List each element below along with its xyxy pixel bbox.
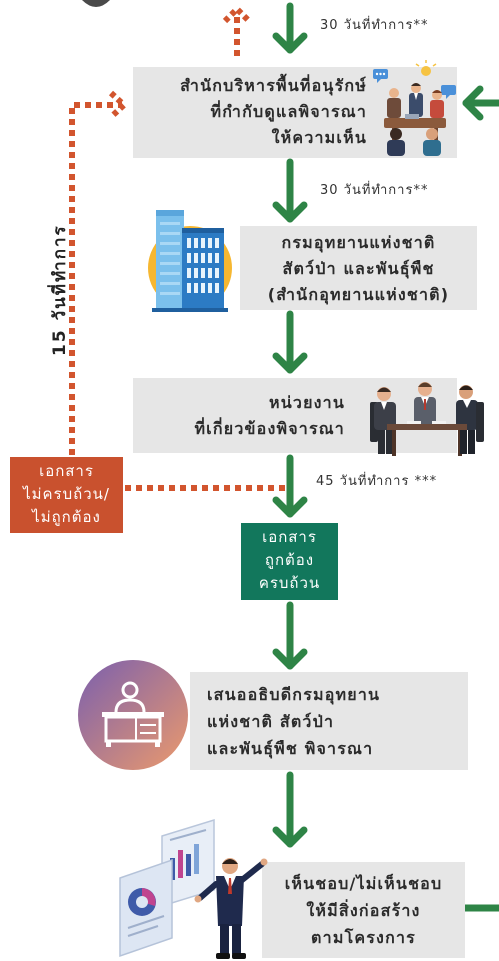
status-text-line: ครบถ้วน xyxy=(258,574,321,592)
step-text-line: เห็นชอบ/ไม่เห็นชอบ xyxy=(284,874,443,893)
arrow-down-to-decision xyxy=(272,771,308,848)
status-text-line: ถูกต้อง xyxy=(264,551,315,569)
step-text-line: กรมอุทยานแห่งชาติ xyxy=(281,233,436,252)
presentation-icon xyxy=(119,818,268,959)
step-text-line: แห่งชาติ สัตว์ป่า xyxy=(207,712,335,731)
return-arrow-up-top xyxy=(222,4,252,56)
arrow-down-to-complete xyxy=(272,454,308,518)
step-director-general-text: เสนออธิบดีกรมอุทยาน แห่งชาติ สัตว์ป่า แล… xyxy=(207,681,380,762)
duration-label-top: 30 วันที่ทำการ** xyxy=(320,18,429,33)
duration-label-agency-review: 45 วันที่ทำการ *** xyxy=(316,474,438,489)
desk-officer-icon xyxy=(78,660,188,770)
step-text-line: หน่วยงาน xyxy=(269,393,345,412)
step-related-agencies-text: หน่วยงาน ที่เกี่ยวข้องพิจารณา xyxy=(194,390,345,442)
step-department-text: กรมอุทยานแห่งชาติ สัตว์ป่า และพันธุ์พืช … xyxy=(240,230,477,308)
step-decision-text: เห็นชอบ/ไม่เห็นชอบ ให้มีสิ่งก่อสร้าง ตาม… xyxy=(262,870,465,951)
step-department: กรมอุทยานแห่งชาติ สัตว์ป่า และพันธุ์พืช … xyxy=(240,226,477,310)
return-line-incomplete-to-conservation-office xyxy=(69,90,129,455)
status-text-line: เอกสาร xyxy=(39,462,94,480)
arrow-down-to-director-general xyxy=(272,601,308,670)
duration-label-after-conservation: 30 วันที่ทำการ** xyxy=(320,183,429,198)
step-text-line: ที่เกี่ยวข้องพิจารณา xyxy=(194,419,345,438)
arrow-left-into-conservation-office xyxy=(462,85,499,121)
building-icon xyxy=(148,210,232,312)
arrow-down-top xyxy=(272,2,308,54)
status-text-line: ไม่ถูกต้อง xyxy=(32,508,101,526)
step-text-line: ที่กำกับดูแลพิจารณา xyxy=(210,102,367,121)
meeting-icon xyxy=(373,60,456,156)
arrow-down-to-related-agencies xyxy=(272,310,308,374)
step-conservation-office-text: สำนักบริหารพื้นที่อนุรักษ์ ที่กำกับดูแลพ… xyxy=(180,73,367,151)
duration-label-return-period: 15 วันที่ทำการ xyxy=(50,224,70,356)
status-text-line: เอกสาร xyxy=(262,528,317,546)
status-documents-complete: เอกสาร ถูกต้อง ครบถ้วน xyxy=(241,523,338,600)
step-related-agencies: หน่วยงาน ที่เกี่ยวข้องพิจารณา xyxy=(133,378,457,453)
status-text-line: ไม่ครบถ้วน/ xyxy=(23,485,110,503)
step-text-line: และพันธุ์พืช พิจารณา xyxy=(207,739,374,758)
step-text-line: เสนออธิบดีกรมอุทยาน xyxy=(207,685,381,704)
step-text-line: ตามโครงการ xyxy=(311,928,416,947)
arrow-down-to-department xyxy=(272,158,308,223)
step-text-line: สัตว์ป่า และพันธุ์พืช xyxy=(282,259,435,278)
step-text-line: ให้มีสิ่งก่อสร้าง xyxy=(306,901,421,920)
step-director-general: เสนออธิบดีกรมอุทยาน แห่งชาติ สัตว์ป่า แล… xyxy=(190,672,468,770)
step-text-line: ให้ความเห็น xyxy=(271,128,367,147)
step-text-line: (สำนักอุทยานแห่งชาติ) xyxy=(267,285,450,304)
status-documents-incomplete: เอกสาร ไม่ครบถ้วน/ ไม่ถูกต้อง xyxy=(10,457,123,533)
step-decision: เห็นชอบ/ไม่เห็นชอบ ให้มีสิ่งก่อสร้าง ตาม… xyxy=(262,862,465,958)
cropped-top-icon xyxy=(82,0,110,7)
business-meeting-icon xyxy=(370,382,484,456)
step-text-line: สำนักบริหารพื้นที่อนุรักษ์ xyxy=(180,76,367,95)
